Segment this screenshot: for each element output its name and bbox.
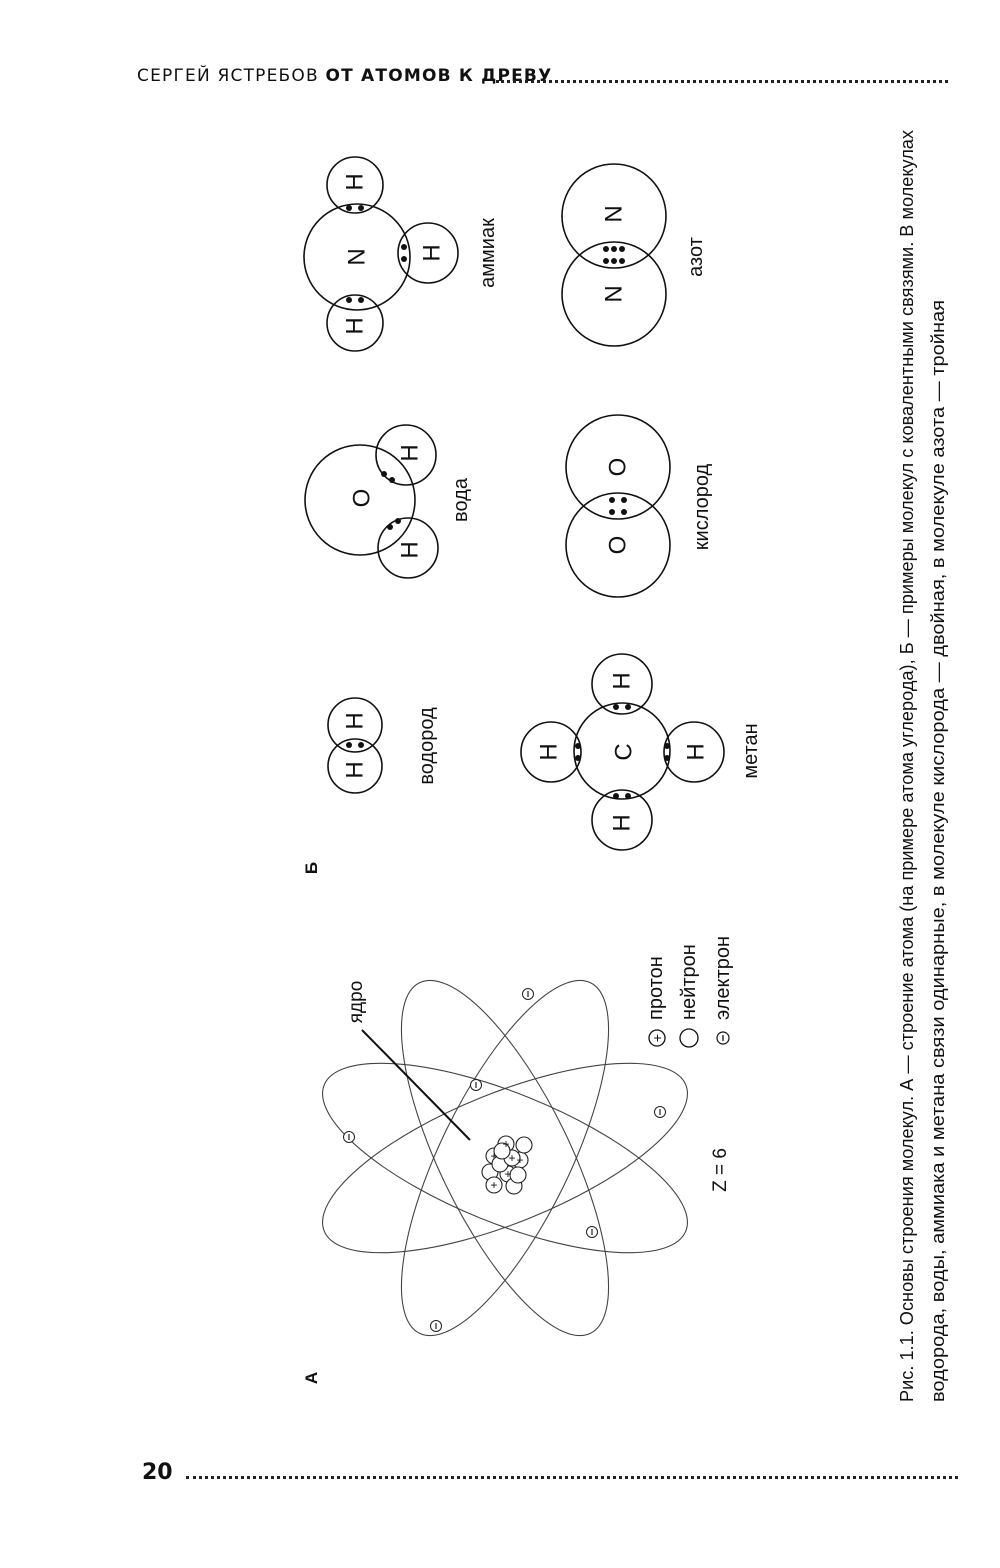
- ammonia-h-symbol-3: H: [419, 244, 446, 261]
- electron-orbit: [400, 979, 610, 1337]
- running-header: СЕРГЕЙ ЯСТРЕБОВ ОТ АТОМОВ К ДРЕВУ: [137, 66, 552, 86]
- hydrogen-atom-1: [327, 738, 383, 794]
- ammonia-hydrogen-atom-1: [326, 294, 384, 352]
- oxygen-atom-2: [565, 414, 671, 520]
- methane-hydrogen-atom-top: [591, 653, 653, 715]
- ammonia-hydrogen-atom-2: [326, 156, 384, 214]
- methane-carbon-atom: [573, 702, 671, 800]
- panel-label-b: Б: [302, 862, 321, 874]
- water-h-symbol-1: H: [397, 541, 424, 558]
- water-oxygen-atom: [304, 444, 416, 556]
- header-dotted-rule: [496, 80, 948, 83]
- figure-caption: Рис. 1.1. Основы строения молекул. А — с…: [896, 129, 948, 1402]
- oxygen-symbol-2: O: [605, 458, 632, 477]
- electron-orbit: [322, 1062, 688, 1254]
- methane-c-symbol: C: [611, 743, 638, 760]
- water-hydrogen-atom-1: [377, 517, 439, 579]
- methane-hydrogen-atom-bottom: [591, 789, 653, 851]
- water-hydrogen-atom-2: [375, 424, 437, 486]
- hydrogen-symbol-2: H: [342, 712, 369, 729]
- water-o-symbol: O: [349, 489, 376, 508]
- shared-electron-pairs: [346, 205, 670, 799]
- methane-h-symbol-right: H: [683, 743, 710, 760]
- hydrogen-name: водород: [416, 707, 438, 785]
- ammonia-name: аммиак: [477, 218, 499, 288]
- footer-dotted-rule: [186, 1476, 958, 1479]
- electron-orbit: [322, 1062, 688, 1254]
- svg-text:+: +: [508, 1151, 515, 1165]
- caption-line-1: Рис. 1.1. Основы строения молекул. А — с…: [896, 129, 917, 1402]
- proton-legend-label: протон: [645, 956, 667, 1020]
- caption-line-2: водорода, воды, аммиака и метана связи о…: [927, 300, 948, 1402]
- methane-hydrogen-atom-left: [520, 721, 582, 783]
- neutron-legend-label: нейтрон: [678, 944, 700, 1020]
- svg-text:+: +: [516, 1153, 523, 1167]
- svg-text:+: +: [502, 1137, 509, 1151]
- neutron-legend-icon: [679, 1028, 699, 1048]
- legend: + протон нейтрон электрон: [645, 936, 734, 1048]
- methane-h-symbol-bottom: H: [609, 814, 636, 831]
- water-name: вода: [450, 477, 472, 522]
- nucleus-pointer-line: [361, 1029, 471, 1141]
- methane-name: метан: [740, 723, 762, 778]
- electron-minus-marks: [348, 991, 661, 1329]
- panel-label-a: А: [302, 1372, 321, 1384]
- oxygen-name: кислород: [691, 463, 713, 550]
- svg-text:+: +: [504, 1167, 511, 1181]
- oxygen-symbol-1: O: [605, 536, 632, 555]
- methane-h-symbol-left: H: [536, 743, 563, 760]
- nitrogen-symbol-1: N: [601, 285, 628, 302]
- header-book-title: ОТ АТОМОВ К ДРЕВУ: [325, 66, 553, 86]
- methane-h-symbol-top: H: [609, 672, 636, 689]
- ammonia-n-symbol: N: [344, 248, 371, 265]
- electron-legend-label: электрон: [712, 936, 734, 1020]
- hydrogen-symbol-1: H: [342, 761, 369, 778]
- nitrogen-atom-2: [561, 163, 667, 269]
- hydrogen-atom-2: [327, 697, 383, 753]
- header-author: СЕРГЕЙ ЯСТРЕБОВ: [137, 66, 319, 86]
- ammonia-h-symbol-2: H: [342, 173, 369, 190]
- nitrogen-symbol-2: N: [601, 205, 628, 222]
- methane-hydrogen-atom-right: [663, 721, 725, 783]
- nucleus-label: ядро: [346, 981, 367, 1024]
- ammonia-nitrogen-atom: [303, 203, 411, 311]
- nucleus-proton-marks: ++ ++ ++: [490, 1137, 523, 1192]
- proton-legend-symbol: +: [649, 1034, 665, 1042]
- page-number: 20: [142, 1460, 173, 1485]
- svg-text:+: +: [490, 1149, 497, 1163]
- nucleus: [481, 1135, 533, 1195]
- atom-diagram: [322, 979, 688, 1337]
- nitrogen-atom-1: [561, 241, 667, 347]
- oxygen-atom-1: [565, 492, 671, 598]
- water-h-symbol-2: H: [397, 444, 424, 461]
- proton-legend-icon: [648, 1029, 666, 1047]
- nitrogen-name: азот: [685, 237, 707, 277]
- electron-orbit: [400, 979, 610, 1337]
- charge-label: Z = 6: [710, 1148, 731, 1192]
- ammonia-hydrogen-atom-3: [397, 222, 459, 284]
- ammonia-h-symbol-1: H: [342, 317, 369, 334]
- svg-text:+: +: [490, 1178, 497, 1192]
